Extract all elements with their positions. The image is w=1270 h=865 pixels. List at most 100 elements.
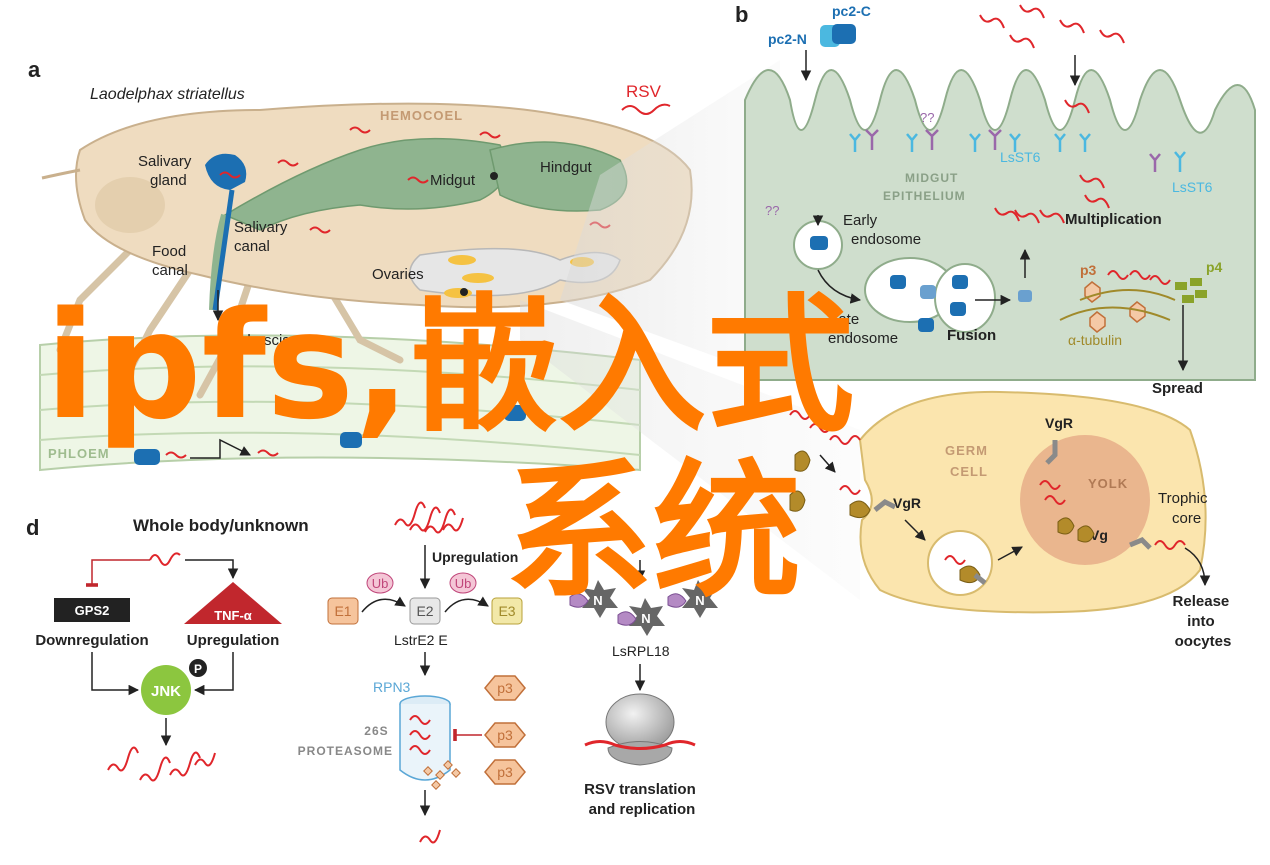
lsst6-label-2: LsST6 bbox=[1172, 179, 1213, 195]
n-label-1: N bbox=[593, 593, 602, 608]
p3-label-b: p3 bbox=[1080, 262, 1097, 278]
salivary-gland-label: Salivary gland bbox=[138, 153, 196, 189]
panel-a-letter: a bbox=[28, 57, 41, 82]
rsv-particles-c bbox=[789, 410, 1186, 565]
insect-legs bbox=[56, 246, 404, 399]
e2-label: E2 bbox=[416, 603, 433, 619]
phloem-label: PHLOEM bbox=[48, 446, 110, 461]
zoom-connector-b bbox=[560, 60, 780, 380]
fusion-label: Fusion bbox=[947, 327, 996, 344]
n-label-2: N bbox=[641, 611, 650, 626]
gps2-box bbox=[54, 598, 130, 622]
rsv-particles-b bbox=[979, 4, 1171, 285]
salivary-canal-label: Salivary canal bbox=[234, 219, 292, 255]
ribosome-shape bbox=[584, 693, 696, 766]
rsv-label: RSV bbox=[626, 82, 662, 101]
species-label: Laodelphax striatellus bbox=[90, 86, 245, 103]
rsv-translation-label: RSV translation and replication bbox=[584, 781, 700, 818]
n-label-3: N bbox=[695, 593, 704, 608]
lsrpl18-label: LsRPL18 bbox=[612, 643, 670, 659]
vgr-label-2: VgR bbox=[893, 495, 921, 511]
lsst6-label-1: LsST6 bbox=[1000, 149, 1041, 165]
germ-cell-label: GERM CELL bbox=[945, 443, 993, 479]
tubulin-label: α-tubulin bbox=[1068, 332, 1122, 348]
p3-label-d2: p3 bbox=[497, 727, 513, 743]
e1-box bbox=[327, 597, 359, 625]
e3-box bbox=[491, 597, 523, 625]
panel-d: d Whole body/unknown GPS2 Downregulation… bbox=[26, 501, 718, 844]
upregulation-label-2: Upregulation bbox=[432, 549, 518, 565]
trophic-core-label: Trophic core bbox=[1158, 490, 1212, 527]
food-canal-label: Food canal bbox=[152, 243, 190, 279]
p4-blocks bbox=[1175, 278, 1207, 303]
vgr-label-1: VgR bbox=[1045, 415, 1073, 431]
panel-b: b pc2-C pc2-N bbox=[735, 2, 1256, 397]
midgut-label: Midgut bbox=[430, 172, 476, 189]
p3-label-d3: p3 bbox=[497, 764, 513, 780]
panel-b-letter: b bbox=[735, 2, 748, 27]
epithelium-label: MIDGUT EPITHELIUM bbox=[883, 171, 966, 203]
vg-label: Vg bbox=[1090, 527, 1108, 543]
p3-label-d1: p3 bbox=[497, 680, 513, 696]
virus-in-phloem bbox=[134, 405, 526, 465]
overlay-text-line-2: 系统 bbox=[505, 446, 801, 618]
e1-label: E1 bbox=[334, 603, 351, 619]
rsv-particles-d1 bbox=[107, 746, 216, 782]
whole-body-label: Whole body/unknown bbox=[133, 516, 309, 535]
early-endosome-label: Early endosome bbox=[843, 212, 921, 248]
vg-proteins bbox=[789, 450, 1095, 584]
proteasome-shape bbox=[399, 695, 451, 781]
overlay-text-line-1: ipfs,嵌入式 bbox=[45, 280, 855, 452]
late-endosome-label: Late endosome bbox=[828, 311, 898, 347]
ub-tag-2 bbox=[449, 572, 477, 594]
proteasome-label: 26S PROTEASOME bbox=[298, 724, 393, 758]
vgr-receptors bbox=[873, 440, 1152, 585]
yolk-shape bbox=[1020, 435, 1150, 565]
tubulin-fiber bbox=[1059, 306, 1171, 321]
yolk-label: YOLK bbox=[1088, 476, 1128, 491]
n-proteins bbox=[569, 580, 718, 636]
phospho-label: P bbox=[194, 662, 202, 676]
gps2-label: GPS2 bbox=[75, 603, 110, 618]
zoom-connector-c bbox=[520, 300, 860, 600]
e2-box bbox=[409, 597, 441, 625]
ls-st6-receptors bbox=[849, 129, 1186, 172]
hemocoel-label: HEMOCOEL bbox=[380, 108, 463, 123]
pc2-virus bbox=[820, 24, 856, 47]
phospho-badge bbox=[189, 659, 207, 677]
rpn3-label: RPN3 bbox=[373, 679, 411, 695]
jnk-node bbox=[141, 665, 191, 715]
ub-label-1: Ub bbox=[372, 576, 389, 591]
multiplication-label: Multiplication bbox=[1065, 211, 1162, 228]
tnf-label: TNF-α bbox=[214, 608, 252, 623]
insect-eye bbox=[95, 177, 165, 233]
rsv-particles-d2 bbox=[394, 501, 464, 534]
phloem-tube: PHLOEM bbox=[39, 334, 641, 472]
p3-hexagons-b bbox=[1084, 281, 1146, 333]
spread-label: Spread bbox=[1152, 380, 1203, 397]
pc2n-label: pc2-N bbox=[768, 31, 807, 47]
fusion-vesicle-shape bbox=[934, 263, 996, 333]
ub-label-2: Ub bbox=[455, 576, 472, 591]
panel-a: a Laodelphax striatellus PHLOEM HEMOCOEL bbox=[28, 57, 693, 472]
ub-tag-1 bbox=[366, 572, 394, 594]
unknown-receptor-label-2: ?? bbox=[920, 110, 934, 125]
proboscis-label: Proboscis bbox=[224, 332, 290, 349]
panel-d-letter: d bbox=[26, 515, 39, 540]
e3-label: E3 bbox=[498, 603, 515, 619]
lstre2e-label: LstrE2 E bbox=[394, 632, 448, 648]
release-label: Release into oocytes bbox=[1173, 593, 1234, 650]
panel-c-letter: c bbox=[748, 373, 760, 398]
jnk-label: JNK bbox=[151, 683, 181, 700]
rsv-particles-a bbox=[165, 103, 671, 459]
ovaries-label: Ovaries bbox=[372, 266, 424, 283]
hindgut-label: Hindgut bbox=[540, 159, 593, 176]
rsv-trigger bbox=[149, 552, 181, 566]
tnf-triangle bbox=[184, 582, 282, 624]
unknown-receptor-label-1: ?? bbox=[765, 203, 779, 218]
peptide-fragments bbox=[423, 760, 461, 790]
pc2c-label: pc2-C bbox=[832, 3, 871, 19]
downregulation-label: Downregulation bbox=[35, 632, 148, 649]
p4-label: p4 bbox=[1206, 259, 1223, 275]
